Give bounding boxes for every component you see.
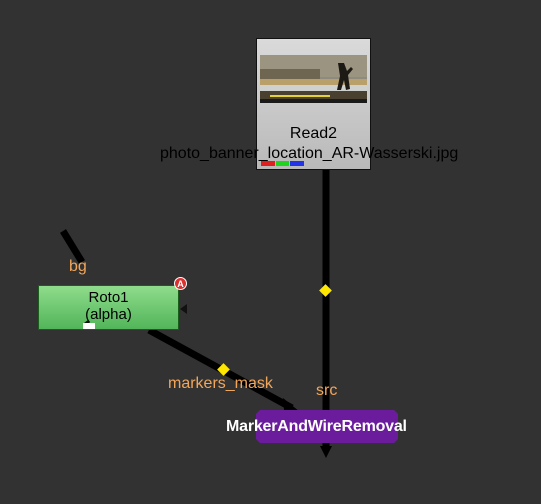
- mask-edge-dot[interactable]: [217, 363, 230, 376]
- mask-input-arrow-icon[interactable]: [180, 304, 187, 314]
- bg-edge[interactable]: [60, 229, 85, 264]
- src-edge-arrowhead: [320, 446, 332, 458]
- paint-brush-icon: [83, 320, 95, 329]
- roto1-title: Roto1: [88, 289, 129, 306]
- image-thumbnail: [260, 55, 367, 103]
- animated-badge-icon: A: [174, 277, 187, 290]
- roto1-subtitle: (alpha): [85, 306, 132, 323]
- mask-edge-arrowhead: [283, 398, 300, 412]
- blue-channel-swatch: [290, 161, 305, 166]
- marker-and-wire-removal-node[interactable]: [256, 410, 398, 443]
- markers-mask-edge-label: markers_mask: [168, 375, 273, 392]
- src-edge-label: src: [316, 382, 338, 399]
- bg-edge-label: bg: [69, 258, 87, 275]
- marker-and-wire-removal-title: MarkerAndWireRemoval: [226, 418, 407, 435]
- roto1-label: Roto1 (alpha): [39, 289, 178, 323]
- read2-node[interactable]: Read2: [256, 38, 371, 170]
- green-channel-swatch: [275, 161, 290, 166]
- roto1-node[interactable]: Roto1 (alpha): [38, 285, 179, 330]
- channel-swatches: [261, 161, 305, 166]
- red-channel-swatch: [261, 161, 275, 166]
- read2-filename: photo_banner_location_AR-Wasserski.jpg: [160, 145, 459, 162]
- read2-title: Read2: [289, 125, 338, 142]
- src-edge-dot[interactable]: [319, 284, 332, 297]
